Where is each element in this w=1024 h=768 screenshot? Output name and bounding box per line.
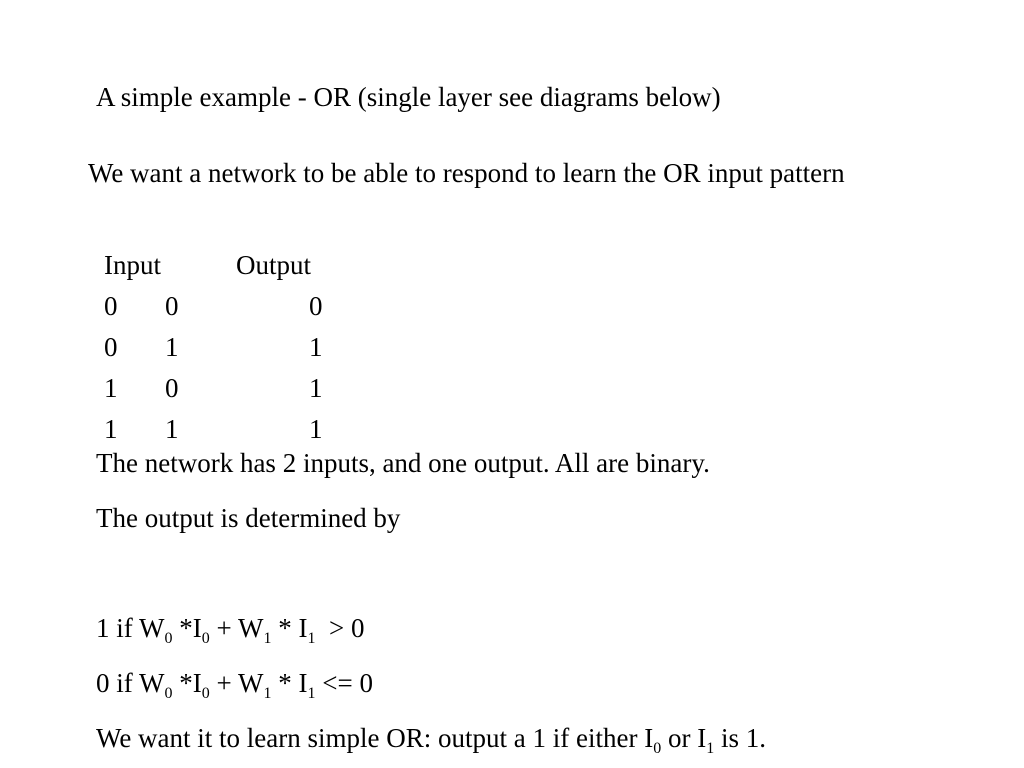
- goal-text: We want it to learn simple OR: output a …: [96, 723, 654, 753]
- rule-text: + W: [209, 668, 264, 698]
- subscript: 0: [164, 630, 173, 647]
- rule-text: > 0: [315, 613, 365, 643]
- subscript: 0: [201, 685, 210, 702]
- network-description: The network has 2 inputs, and one output…: [96, 448, 710, 478]
- table-cell-i1: 1: [165, 332, 179, 362]
- table-cell-i1: 0: [165, 291, 179, 321]
- slide-title: A simple example - OR (single layer see …: [96, 82, 721, 112]
- goal-text: or I: [661, 723, 707, 753]
- table-cell-i1: 0: [165, 373, 179, 403]
- rule-text: <= 0: [315, 668, 373, 698]
- subscript: 1: [706, 740, 715, 757]
- table-cell-output: 1: [309, 414, 323, 444]
- subscript: 0: [164, 685, 173, 702]
- rule-text: + W: [209, 613, 264, 643]
- table-cell-output: 1: [309, 332, 323, 362]
- table-cell-output: 0: [309, 291, 323, 321]
- rule-text: 0 if W: [96, 668, 165, 698]
- intro-paragraph: We want a network to be able to respond …: [88, 158, 845, 188]
- rule-output-zero: 0 if W0 *I0 + W1 * I1 <= 0: [96, 668, 373, 702]
- table-cell-i0: 0: [104, 332, 118, 362]
- rule-text: * I: [271, 613, 308, 643]
- subscript: 0: [201, 630, 210, 647]
- subscript: 1: [307, 685, 316, 702]
- table-header-output: Output: [236, 250, 312, 280]
- table-cell-i0: 0: [104, 291, 118, 321]
- goal-statement: We want it to learn simple OR: output a …: [96, 723, 766, 757]
- output-description: The output is determined by: [96, 503, 401, 533]
- subscript: 1: [263, 630, 272, 647]
- subscript: 1: [263, 685, 272, 702]
- subscript: 1: [307, 630, 316, 647]
- rule-text: * I: [271, 668, 308, 698]
- subscript: 0: [653, 740, 662, 757]
- rule-text: *I: [172, 668, 202, 698]
- goal-text: is 1.: [714, 723, 766, 753]
- table-cell-output: 1: [309, 373, 323, 403]
- table-cell-i0: 1: [104, 414, 118, 444]
- table-header-input: Input: [104, 250, 161, 280]
- rule-text: 1 if W: [96, 613, 165, 643]
- table-cell-i0: 1: [104, 373, 118, 403]
- rule-text: *I: [172, 613, 202, 643]
- rule-output-one: 1 if W0 *I0 + W1 * I1 > 0: [96, 613, 365, 647]
- table-cell-i1: 1: [165, 414, 179, 444]
